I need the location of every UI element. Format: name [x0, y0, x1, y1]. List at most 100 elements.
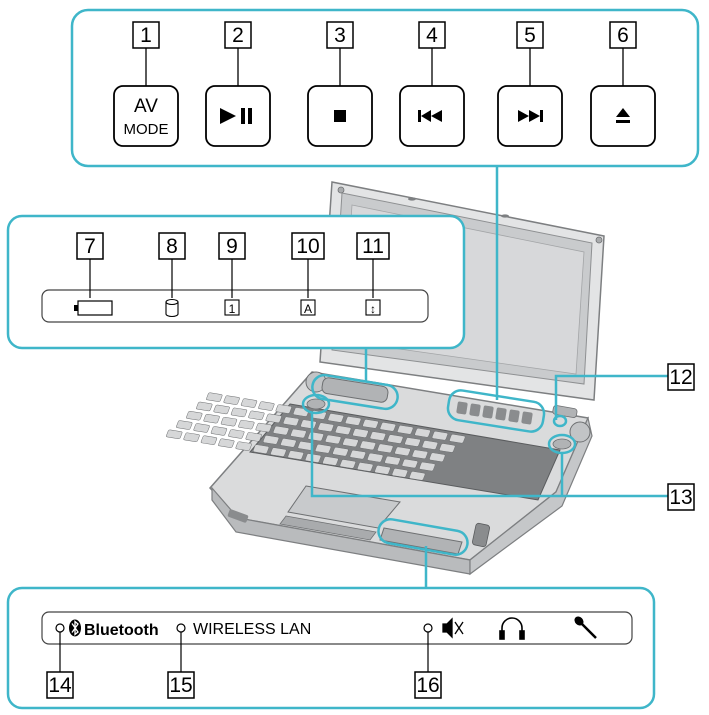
- callout-13: 13: [667, 483, 695, 511]
- keyboard-key: [394, 446, 411, 457]
- media-key-2: [205, 85, 271, 147]
- keyboard-key: [275, 404, 292, 414]
- laptop-media-buttons: [456, 401, 533, 425]
- keyboard-key: [193, 423, 210, 433]
- button-number-4: 4: [426, 24, 438, 47]
- headphones-icon: [499, 617, 525, 640]
- keyboard-key: [439, 443, 456, 453]
- keyboard-key: [379, 422, 396, 432]
- keyboard-key: [230, 407, 248, 418]
- av-mode-label: AV MODE: [124, 96, 169, 138]
- keyboard-key: [404, 437, 421, 447]
- keyboard-key: [183, 432, 200, 442]
- keyboard-key: [248, 410, 265, 421]
- bluetooth-label: Bluetooth: [84, 622, 159, 639]
- front-lights-strip: [41, 611, 633, 645]
- mute-icon: [442, 617, 464, 639]
- indicator-number-7: 7: [84, 235, 96, 258]
- indicator-11: 11 ↕: [356, 232, 390, 316]
- media-buttons-highlight: [446, 389, 546, 433]
- keyboard-key: [449, 433, 466, 444]
- keyboard-key: [255, 422, 272, 433]
- keyboard-key: [176, 420, 193, 430]
- keyboard-key: [223, 395, 240, 405]
- callout-number-16: 16: [416, 674, 439, 697]
- right-speaker-highlight: [547, 433, 577, 455]
- keyboard-key: [414, 428, 431, 438]
- keyboard-key: [384, 455, 401, 466]
- keyboard-key: [203, 414, 220, 424]
- media-button-2: 2: [205, 21, 271, 147]
- keyboard-key: [315, 444, 332, 454]
- keyboard-key: [213, 404, 230, 415]
- keyboard-key: [367, 452, 384, 463]
- keyboard-key: [218, 438, 235, 448]
- keyboard-key: [362, 419, 379, 429]
- indicator-8: 8: [158, 232, 186, 318]
- num-lock-icon: 1: [224, 299, 240, 316]
- keyboard-key: [258, 401, 275, 411]
- scroll-lock-icon-glyph: ↕: [370, 302, 376, 316]
- keyboard-key: [196, 401, 213, 412]
- keyboard-key: [411, 449, 429, 459]
- wireless-lan-label: WIRELESS LAN: [193, 621, 311, 638]
- keyboard-key: [317, 422, 334, 432]
- indicator-strip-highlight: [311, 373, 399, 411]
- laptop-highlights: [301, 373, 577, 556]
- next-track-icon: [518, 110, 543, 122]
- keyboard-key: [429, 452, 446, 462]
- keyboard-key: [357, 462, 374, 472]
- keyboard-key: [245, 432, 262, 442]
- stop-icon: [334, 110, 346, 122]
- keyboard: [166, 392, 466, 481]
- av-label: AV: [134, 96, 158, 117]
- keyboard-key: [238, 419, 255, 430]
- indicator-9: 91: [218, 232, 246, 316]
- front-lights-highlight: [377, 518, 469, 556]
- keyboard-key: [220, 416, 238, 427]
- callout-14: 14: [46, 671, 74, 699]
- connector-lines: [310, 166, 668, 588]
- keyboard-key: [280, 438, 297, 448]
- keyboard-key: [397, 425, 414, 435]
- previous-track-icon: [418, 110, 442, 122]
- callout-number-12: 12: [669, 366, 692, 389]
- play-pause-icon: [220, 108, 252, 124]
- hard-disk-icon: [165, 298, 179, 318]
- bluetooth-icon: [69, 619, 81, 637]
- keyboard-key: [431, 431, 449, 441]
- keyboard-key: [369, 431, 386, 441]
- keyboard-key: [322, 456, 339, 466]
- callout-number-14: 14: [48, 674, 72, 697]
- keyboard-key: [339, 459, 356, 469]
- keyboard-key: [166, 429, 183, 439]
- mute-lamp: [423, 623, 433, 633]
- keyboard-key: [401, 458, 418, 469]
- front-lights-panel: [6, 586, 656, 710]
- keyboard-key: [287, 450, 304, 460]
- microphone-icon: [574, 616, 597, 639]
- keyboard-key: [265, 413, 282, 424]
- keyboard-key: [282, 416, 300, 426]
- indicator-number-11: 11: [362, 235, 384, 258]
- keyboard-key: [419, 461, 436, 472]
- keyboard-key: [272, 425, 290, 436]
- keyboard-key: [240, 398, 258, 408]
- callout-number-13: 13: [669, 486, 692, 509]
- indicator-number-9: 9: [226, 235, 238, 258]
- wireless-lan-lamp: [176, 623, 186, 633]
- media-key-1: [113, 85, 179, 147]
- keyboard-key: [359, 440, 376, 451]
- indicator-10: 10A: [291, 232, 325, 316]
- caps-lock-icon: A: [300, 299, 316, 316]
- num-lock-icon-glyph: 1: [229, 302, 236, 316]
- keyboard-key: [206, 392, 223, 402]
- mode-label: MODE: [124, 121, 169, 138]
- keyboard-key: [252, 444, 270, 454]
- media-button-6: 6: [590, 21, 656, 147]
- keyboard-key: [352, 428, 369, 438]
